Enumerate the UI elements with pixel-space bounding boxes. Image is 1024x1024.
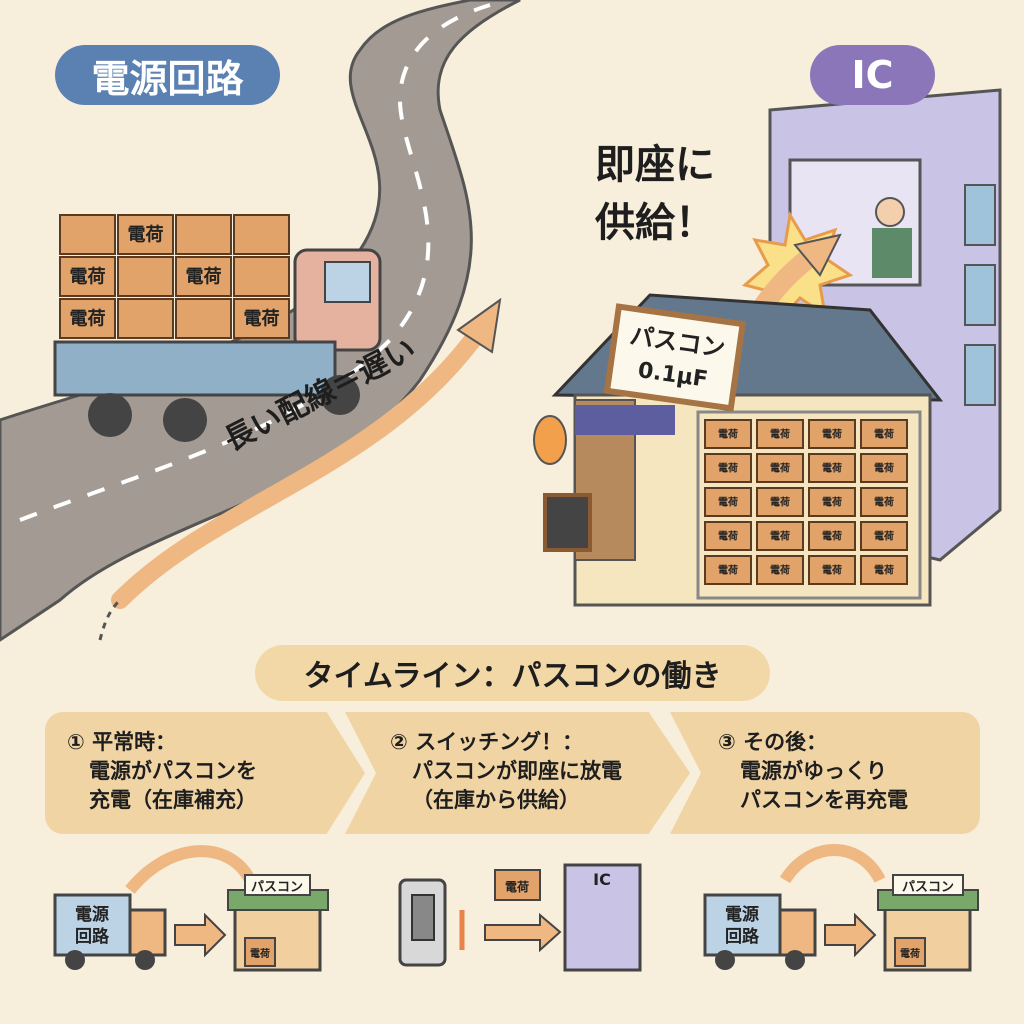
timeline-step-1: ① 平常時： 電源がパスコンを充電（在庫補充） [45,712,365,834]
step-line: パスコンを再充電 [740,788,908,812]
shop-sign: パスコン 0.1μF [603,303,747,412]
cargo-box [756,521,804,551]
cargo-box [175,256,232,297]
cargo-box [175,214,232,255]
mini-ic-label: IC [593,870,611,889]
cargo-box [233,256,290,297]
cargo-box [704,487,752,517]
cargo-box [117,298,174,339]
box-label: 電荷 [822,563,842,576]
mini-truck-label: 回路 [725,926,760,947]
mini-truck-label: 電源 [75,904,109,925]
box-label: 電荷 [770,427,790,440]
box-label: 電荷 [874,461,894,474]
mini-box-label: 電荷 [250,947,270,960]
cargo-box [704,453,752,483]
box-label: 電荷 [874,563,894,576]
step-line: （在庫から供給） [412,788,580,812]
step-heading: ② スイッチング！： [390,730,584,754]
cargo-box [59,298,116,339]
step-heading: ① 平常時： [67,730,177,754]
shelf-boxes: 電荷電荷電荷電荷電荷電荷電荷電荷電荷電荷電荷電荷電荷電荷電荷電荷電荷電荷電荷電荷 [704,419,908,585]
box-label: 電荷 [874,427,894,440]
lantern-icon [533,415,567,465]
cargo-box [808,419,856,449]
step-line: 電源がパスコンを [89,759,257,783]
box-label: 電荷 [70,266,106,288]
cargo-box [756,487,804,517]
ic-building [768,88,1002,562]
box-label: 電荷 [718,427,738,440]
cargo-box [808,487,856,517]
scene-2: 電荷 IC [398,863,642,972]
scene-3: 電源 回路 パスコン 電荷 [703,844,979,972]
cargo-box [704,419,752,449]
cargo-box [59,256,116,297]
cargo-box [860,419,908,449]
cargo-box [808,453,856,483]
instant-supply-line1: 即座に [595,142,715,188]
box-label: 電荷 [244,308,280,330]
cargo-box [860,555,908,585]
timeline-step-3: ③ その後： 電源がゆっくりパスコンを再充電 [670,712,980,834]
mini-box-label: 電荷 [900,947,920,960]
truck-icon [53,248,382,442]
cargo-box [860,453,908,483]
box-label: 電荷 [874,529,894,542]
box-label: 電荷 [822,495,842,508]
mini-truck-label: 電源 [725,904,759,925]
box-label: 電荷 [770,563,790,576]
box-label: 電荷 [770,461,790,474]
box-label: 電荷 [70,308,106,330]
step-line: パスコンが即座に放電 [412,759,622,783]
cargo-box [175,298,232,339]
cargo-box [233,214,290,255]
step-line: 充電（在庫補充） [89,788,257,812]
cargo-box [860,521,908,551]
step-heading: ③ その後： [718,730,828,754]
scene-1: 電源 回路 パスコン 電荷 [53,845,329,972]
cargo-box [704,521,752,551]
menu-board [543,493,592,552]
cargo-boxes: 電荷電荷電荷電荷電荷 [59,214,290,339]
cargo-box [117,256,174,297]
cargo-box [117,214,174,255]
long-wiring-arrow [111,321,489,609]
mini-truck-label: 回路 [75,926,110,947]
mini-shop-label: パスコン [251,880,303,895]
cargo-box [59,214,116,255]
box-label: 電荷 [770,495,790,508]
mini-box-label: 電荷 [505,879,529,894]
box-label: 電荷 [718,563,738,576]
ic-badge: IC [810,45,935,105]
box-label: 電荷 [128,224,164,246]
box-label: 電荷 [822,529,842,542]
instant-supply-line2: 供給！ [595,200,715,246]
cargo-box [704,555,752,585]
box-label: 電荷 [186,266,222,288]
box-label: 電荷 [718,529,738,542]
cargo-box [808,555,856,585]
cargo-box [756,453,804,483]
box-label: 電荷 [822,427,842,440]
cargo-box [756,555,804,585]
cargo-box [756,419,804,449]
timeline-step-2: ② スイッチング！： パスコンが即座に放電 （在庫から供給） [345,712,690,834]
box-label: 電荷 [718,461,738,474]
power-circuit-badge: 電源回路 [55,45,280,105]
box-label: 電荷 [770,529,790,542]
cargo-box [808,521,856,551]
mini-shop-label: パスコン [902,880,954,895]
box-label: 電荷 [822,461,842,474]
box-label: 電荷 [874,495,894,508]
step-line: 電源がゆっくり [740,759,887,783]
box-label: 電荷 [718,495,738,508]
cargo-box [860,487,908,517]
cargo-box [233,298,290,339]
timeline-title: タイムライン：パスコンの働き [255,645,770,701]
